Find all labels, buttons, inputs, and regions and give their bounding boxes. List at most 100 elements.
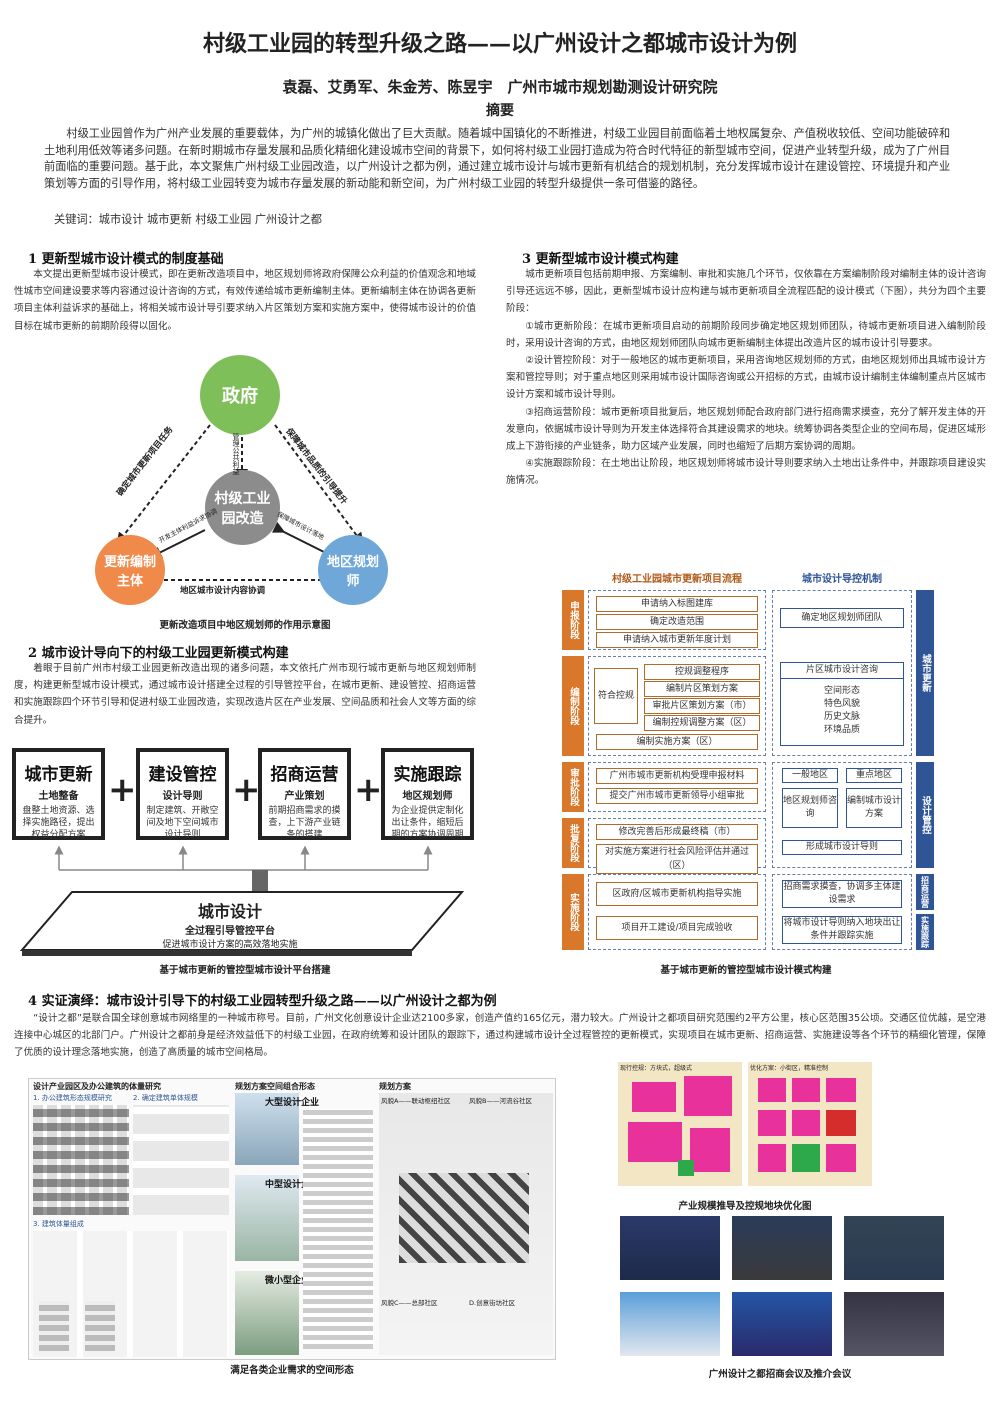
- flow-left-header: 村级工业园城市更新项目流程: [612, 574, 742, 585]
- map-green: [678, 1160, 694, 1176]
- section-3-para: ③招商运营阶段：城市更新项目批复后，地区规划师配合政府部门进行招商需求摸查，充分…: [506, 406, 986, 453]
- blurred-text: [39, 1301, 69, 1351]
- flow-step: 广州市城市更新机构受理申报材料: [596, 768, 758, 784]
- section-1-text: 本文提出更新型城市设计模式，即在更新改造项目中，地区规划师将政府保障公众利益的价…: [14, 269, 476, 332]
- map-block: [632, 1082, 676, 1112]
- form-study-grid: [33, 1105, 129, 1215]
- figure-1-caption: 更新改造项目中地区规划师的作用示意图: [159, 620, 331, 631]
- control-step: 片区城市设计咨询 空间形态 特色风貌 历史文脉 环境品质: [780, 662, 904, 746]
- platform-graphic: [19, 845, 465, 956]
- platform-desc: 促进城市设计方案的高效落地实施: [162, 940, 298, 950]
- stage-box-title: 招商运营: [270, 765, 339, 785]
- flow-block: [588, 656, 766, 756]
- type-notes: [303, 1109, 373, 1349]
- stage-box-control: 建设管控 设计导则 制定建筑、开敞空间及地下空间城市设计导则: [136, 748, 229, 840]
- authors: 袁磊、艾勇军、朱金芳、陈昱宇 广州市城市规划勘测设计研究院: [282, 78, 718, 96]
- type-large: 大型设计企业: [265, 1098, 320, 1108]
- control-step: 一般地区: [782, 768, 838, 783]
- flow-block: [588, 874, 766, 950]
- section-1-title: 1 更新型城市设计模式的制度基础: [28, 252, 224, 267]
- stage-box-desc: 为企业提供定制化出让条件，缩短后期的方案协调周期: [391, 806, 464, 840]
- map-block: [792, 1110, 820, 1136]
- flow-step: 编制实施方案（区）: [596, 734, 758, 750]
- flow-step: 编制控规调整方案（区）: [644, 715, 760, 731]
- stage-box-desc: 盘整土地资源、选择实施路径，提出权益分配方案: [22, 806, 95, 840]
- panel1-title: 设计产业园区及办公建筑的体量研究: [33, 1082, 161, 1091]
- planner-circle: 地区规划师: [318, 535, 388, 605]
- control-step: 重点地区: [846, 768, 902, 783]
- stage-compile: 编制阶段: [562, 656, 584, 756]
- arrow-bottom-label: 地区城市设计内容协调: [180, 586, 266, 596]
- platform-labels: 城市设计 全过程引导管控平台 促进城市设计方案的高效落地实施: [80, 898, 380, 950]
- map-block: [690, 1128, 730, 1172]
- stage-apply: 申报阶段: [562, 590, 584, 650]
- event-photo: [732, 1216, 832, 1280]
- stage-box-title: 实施跟踪: [393, 765, 462, 785]
- panel3-title: 规划方案: [379, 1082, 411, 1091]
- flow-step: 编制片区策划方案: [644, 681, 760, 697]
- event-photo: [844, 1292, 944, 1356]
- photos-caption: 广州设计之都招商会议及推介会议: [708, 1369, 852, 1380]
- stage-box-title: 建设管控: [148, 765, 217, 785]
- flow-step: 审批片区策划方案（市）: [644, 698, 760, 714]
- render-medium: [235, 1175, 299, 1261]
- design-study-figure: 设计产业园区及办公建筑的体量研究 1. 办公建筑形态规模研究 2. 确定建筑单体…: [28, 1078, 556, 1360]
- masterplan-graphic: [399, 1173, 529, 1263]
- arrow-mid-label: 管理公共利益: [232, 433, 240, 475]
- map-block: [758, 1110, 786, 1136]
- figure-3-caption: 基于城市更新的管控型城市设计模式构建: [660, 965, 832, 976]
- process-flowchart: 村级工业园城市更新项目流程 城市设计导控机制 申报阶段 编制阶段 审批阶段 批复…: [562, 568, 934, 950]
- flow-step: 区政府/区城市更新机构指导实施: [596, 882, 758, 906]
- control-step: 地区规划师咨询: [782, 788, 838, 828]
- stage-box-subtitle: 产业策划: [284, 791, 325, 802]
- planner-role-diagram: 政府 村级工业园改造 更新编制主体 地区规划师 确定城市更新项目任务 保障城市品…: [60, 355, 430, 615]
- control-step-items: 空间形态 特色风貌 历史文脉 环境品质: [823, 686, 860, 735]
- control-block: [772, 874, 912, 950]
- map-block: [758, 1078, 786, 1102]
- control-step: 招商需求摸查，协调多主体建设需求: [782, 880, 902, 908]
- map-block: [684, 1076, 732, 1116]
- map-block: [628, 1122, 682, 1162]
- stage-box-title: 城市更新: [24, 765, 93, 785]
- stage-box-desc: 制定建筑、开敞空间及地下空间城市设计导则: [146, 806, 219, 840]
- stage-box-subtitle: 设计导则: [162, 791, 203, 802]
- flow-step: 申请纳入标图建库: [596, 596, 758, 612]
- map-green: [792, 1144, 820, 1172]
- figure-4-caption: 满足各类企业需求的空间形态: [230, 1365, 354, 1376]
- section-3-title: 3 更新型城市设计模式构建: [522, 252, 679, 267]
- plus-sign: +: [232, 770, 261, 810]
- stage-box-subtitle: 土地整备: [38, 791, 79, 802]
- stage-approve: 批复阶段: [562, 818, 584, 868]
- event-photo: [732, 1292, 832, 1356]
- panel1a-title: 1. 办公建筑形态规模研究: [33, 1094, 112, 1102]
- flow-step: 对实施方案进行社会风险评估并通过（区）: [596, 844, 758, 874]
- map-block: [826, 1110, 856, 1136]
- body-circle: 更新编制主体: [95, 535, 165, 605]
- right-stage: 招商运营: [916, 874, 934, 910]
- platform-title: 城市设计: [197, 902, 262, 921]
- blurred-text: [85, 1301, 115, 1351]
- render-large: [235, 1093, 299, 1165]
- control-block: [772, 590, 912, 756]
- panel1c-title: 3. 建筑体量组成: [33, 1220, 84, 1228]
- plus-sign: +: [354, 770, 383, 810]
- flow-step: 修改完善后形成最终稿（市）: [596, 824, 758, 840]
- stage-box-investment: 招商运营 产业策划 前期招商需求的摸查，上下游产业链条的搭建: [258, 748, 351, 840]
- scheme-a: 风貌A——联动枢纽社区: [381, 1097, 451, 1105]
- control-step: 确定地区规划师团队: [780, 608, 904, 628]
- scheme-plan: 风貌A——联动枢纽社区 风貌B——河流谷社区 风貌C——总部社区 D.创意街坊社…: [379, 1093, 553, 1355]
- section-3-para: 城市更新项目包括前期申报、方案编制、审批和实施几个环节，仅依靠在方案编制阶段对编…: [506, 269, 986, 315]
- map-block: [792, 1078, 820, 1102]
- right-stage: 实施跟踪: [916, 914, 934, 950]
- flow-block: [588, 762, 766, 812]
- diagram-arrows: [116, 424, 364, 586]
- stage-box-subtitle: 地区规划师: [402, 791, 453, 802]
- stage-review: 审批阶段: [562, 762, 584, 812]
- map-current: 现行控规：方块式，超级式: [618, 1062, 742, 1186]
- page-title: 村级工业园的转型升级之路——以广州设计之都城市设计为例: [202, 31, 797, 57]
- section-4-text: “设计之都”是联合国全球创意城市网络里的一种城市称号。目前，广州文化创意设计企业…: [14, 1013, 986, 1059]
- plus-sign: +: [108, 770, 137, 810]
- map-block: [758, 1144, 786, 1172]
- flow-step: 确定改造范围: [596, 614, 758, 630]
- unit-scale-table: [133, 1105, 229, 1215]
